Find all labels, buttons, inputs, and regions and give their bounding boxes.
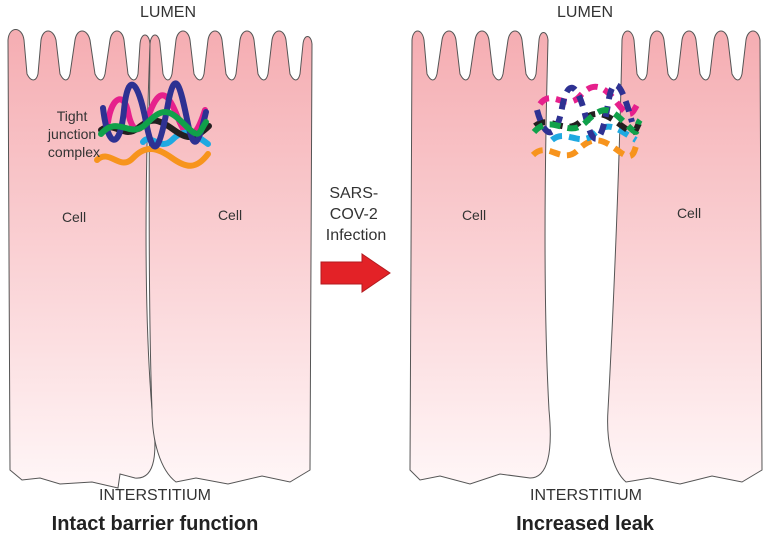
left-interstitium-label: INTERSTITIUM [99,487,211,504]
right-panel-cell-right-label: Cell [677,205,701,221]
left-panel: LUMEN Tight junction complex Cell Cell I… [7,4,313,535]
right-panel-cell-right [607,30,763,485]
tj-strand-green [98,109,209,137]
leaky-strand-navy [534,82,635,142]
left-panel-title: Intact barrier function [52,513,259,535]
leaky-strand-green [531,107,643,135]
left-lumen-label: LUMEN [140,4,196,21]
intact-tight-junction [94,80,212,169]
disrupted-tight-junction [530,82,643,159]
transition: SARS- COV-2 Infection [320,185,391,293]
right-panel-cell-left [409,30,551,485]
right-panel-cell-left-label: Cell [462,207,486,223]
left-panel-cell-left [7,29,156,489]
left-panel-cell-left-label: Cell [62,209,86,225]
tight-junction-label: Tight junction complex [47,108,100,160]
leaky-strand-magenta [537,83,643,117]
right-interstitium-label: INTERSTITIUM [530,487,642,504]
leaky-strand-orange [530,137,641,159]
left-panel-cell-right [148,30,313,485]
right-lumen-label: LUMEN [557,4,613,21]
right-panel: LUMEN Cell Cell INTERSTITIUM Increased l… [409,4,763,535]
right-panel-title: Increased leak [516,513,655,535]
infection-label: SARS- COV-2 Infection [326,185,386,244]
left-panel-cell-right-label: Cell [218,207,242,223]
infection-arrow-icon [320,253,391,293]
tj-strand-orange [94,146,211,169]
